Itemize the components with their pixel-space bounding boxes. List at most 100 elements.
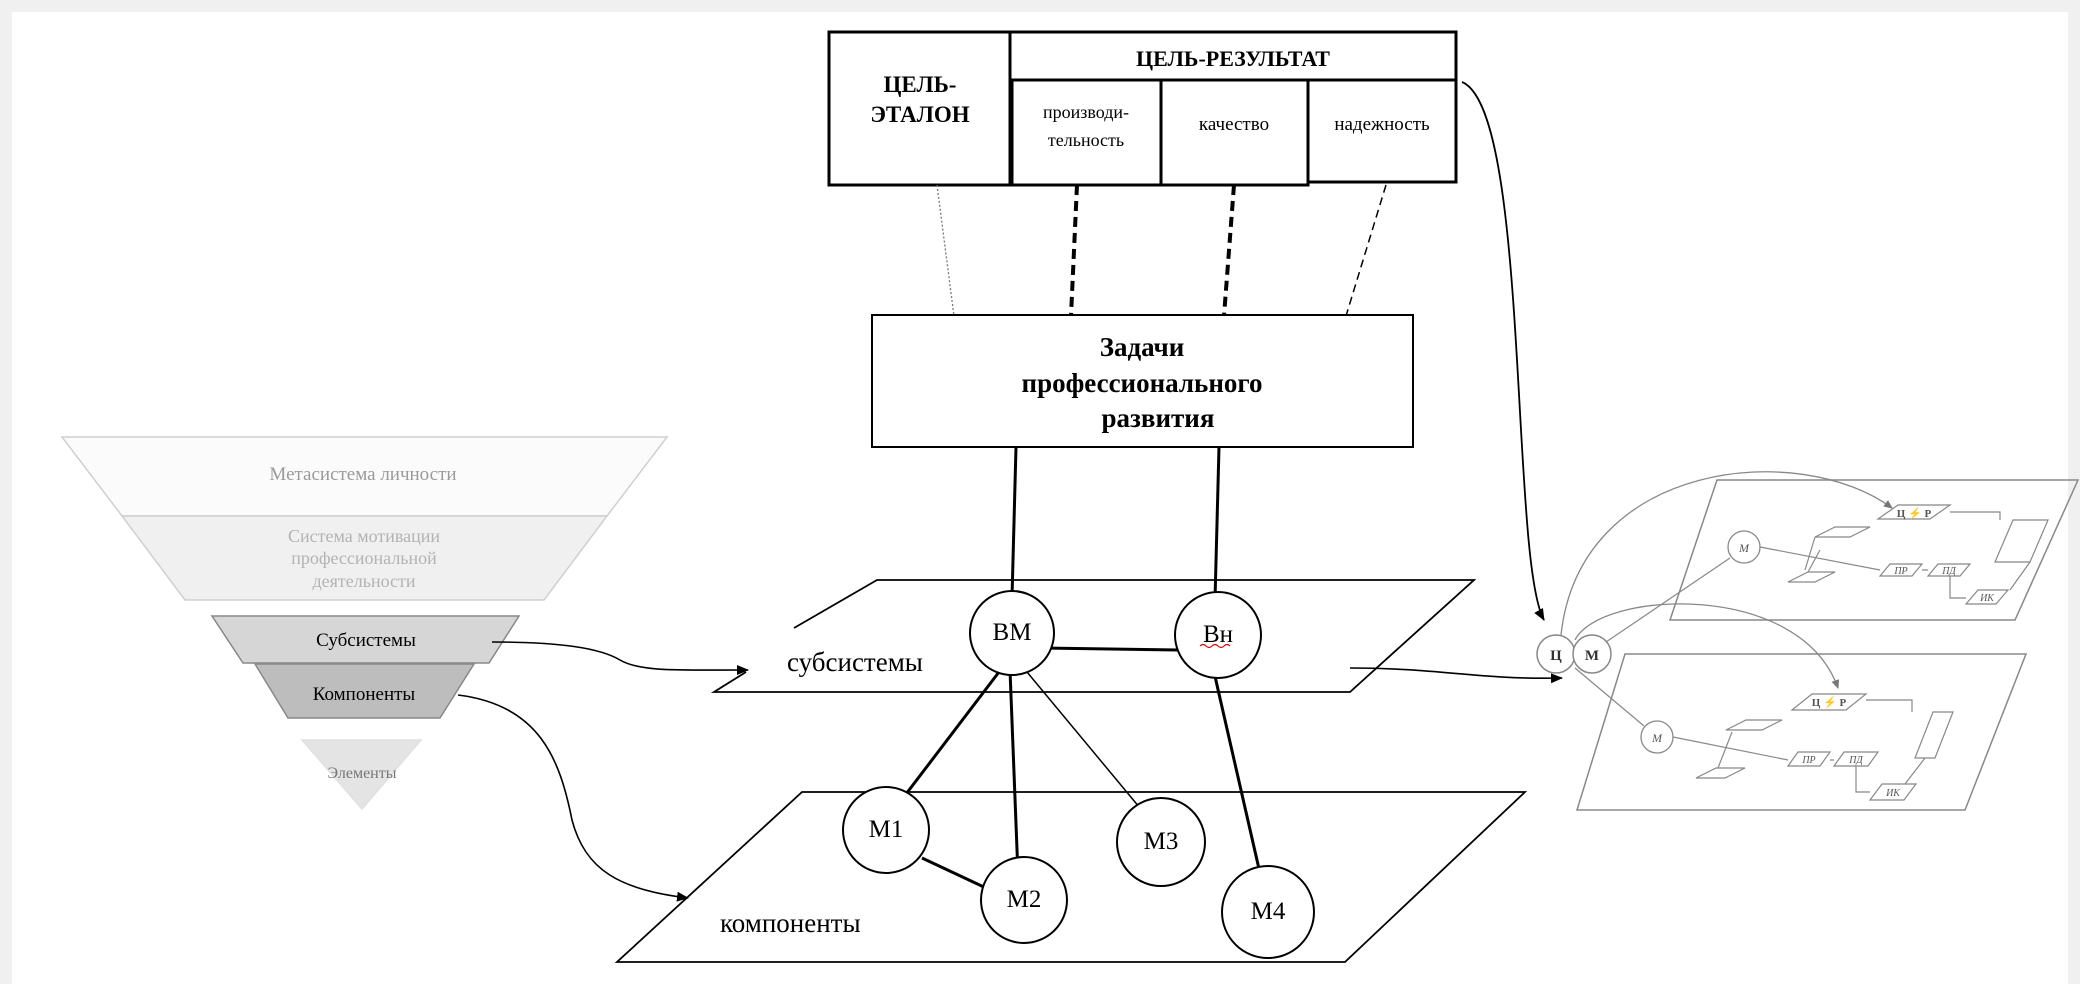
mini-top-pd-label: ПД xyxy=(1941,566,1956,577)
arrow-components-to-plane xyxy=(457,694,689,902)
mini-bottom-arc xyxy=(1574,603,1840,689)
connector-quality-tasks xyxy=(1222,184,1236,317)
edge-vn-m4 xyxy=(1212,671,1264,883)
pyramid-level-motivation xyxy=(120,515,609,601)
goal-productivity-label-1: производи- xyxy=(1043,102,1129,122)
node-m3-label: М3 xyxy=(1144,828,1179,855)
edge-tasks-vm xyxy=(1010,446,1018,599)
tasks-label-1: Задачи xyxy=(1100,332,1185,362)
subsystems-plane-label: субсистемы xyxy=(787,647,923,677)
tasks-rect xyxy=(871,314,1414,448)
tasks-label-3: развития xyxy=(1102,403,1215,433)
mini-entry-ts-label: Ц xyxy=(1550,648,1562,664)
mini-top-m-label: М xyxy=(1738,541,1750,555)
pyramid: Метасистема личности Система мотивации п… xyxy=(60,436,669,811)
goal-quality-label: качество xyxy=(1199,114,1269,135)
mini-top-block-1 xyxy=(1814,526,1871,538)
subsystems-plane: субсистемы xyxy=(710,579,1477,693)
arrow-goals-to-mini xyxy=(1461,81,1545,621)
node-vm-label: ВМ xyxy=(993,619,1032,646)
mini-bottom-pr-label: ПР xyxy=(1801,755,1815,766)
mini-top-ik-label: ИК xyxy=(1979,593,1995,604)
node-m1-circle xyxy=(842,786,930,874)
mini-bottom-links xyxy=(1672,699,1926,793)
mini-diagrams xyxy=(1536,471,2080,811)
mini-bottom-side-box xyxy=(1914,711,1954,759)
mini-bottom-tsr-box xyxy=(1790,693,1868,711)
mini-top-ik-box xyxy=(1964,589,2010,605)
pyramid-label-metasystem: Метасистема личности xyxy=(269,464,456,485)
subsystems-plane-outline xyxy=(710,579,1477,693)
mini-top-entry-link xyxy=(1605,557,1731,643)
pyramid-label-motivation-2: профессиональной xyxy=(291,548,437,568)
goal-reliability-label: надежность xyxy=(1334,114,1430,135)
node-m4-label: М4 xyxy=(1251,898,1286,925)
goal-productivity-label-2: тельность xyxy=(1048,130,1124,150)
mini-top-pd-box xyxy=(1926,563,1972,577)
components-plane-label: компоненты xyxy=(720,908,861,938)
edge-vm-m2 xyxy=(1008,669,1020,876)
mini-bottom-tsr-label: Ц ⚡ Р xyxy=(1812,696,1847,709)
mini-bottom-ik-box xyxy=(1868,783,1918,801)
arrow-plane-to-mini xyxy=(1349,667,1563,684)
node-m1: М1 xyxy=(842,786,930,874)
node-vm-circle xyxy=(969,590,1055,676)
components-plane-outline xyxy=(614,791,1528,963)
mini-bottom-pd-label: ПД xyxy=(1848,755,1863,766)
node-m3: М3 xyxy=(1116,797,1206,887)
edge-vm-m1 xyxy=(901,667,1004,799)
mini-entry-m-circle xyxy=(1572,634,1612,674)
node-vm: ВМ xyxy=(969,590,1055,676)
pyramid-level-components xyxy=(253,663,476,719)
pyramid-label-motivation-3: деятельности xyxy=(312,571,415,591)
goal-reference-label-2: ЭТАЛОН xyxy=(870,102,969,127)
pyramid-label-motivation-1: Система мотивации xyxy=(288,526,440,546)
mini-bottom-m-label: М xyxy=(1651,731,1663,745)
mini-bottom-pr-box xyxy=(1786,751,1832,767)
pyramid-label-subsystems: Субсистемы xyxy=(316,630,416,651)
mini-top-pr-label: ПР xyxy=(1893,566,1907,577)
mini-top-links xyxy=(1759,511,2031,599)
edge-vm-vn xyxy=(1041,646,1179,652)
pyramid-level-elements xyxy=(300,739,423,811)
components-plane: компоненты xyxy=(614,791,1528,963)
goal-reference-label-1: ЦЕЛЬ- xyxy=(884,72,957,97)
mini-panel-top xyxy=(1668,479,2080,621)
mini-bottom-entry-link xyxy=(1574,667,1645,727)
mini-panel-bottom xyxy=(1575,653,2028,811)
mini-top-arc xyxy=(1560,471,1893,636)
edge-vm-m3 xyxy=(1021,665,1141,809)
connector-reliability-tasks xyxy=(1345,184,1387,317)
node-vn-label: Вн xyxy=(1203,621,1233,648)
pyramid-label-components: Компоненты xyxy=(313,684,416,705)
pyramid-level-subsystems xyxy=(210,615,521,664)
mini-top-block-2 xyxy=(1787,571,1836,583)
mini-top-tsr-label: Ц ⚡ Р xyxy=(1897,507,1932,520)
edge-tasks-vn xyxy=(1213,446,1221,601)
mini-bottom-pd-box xyxy=(1832,751,1880,767)
goals-table: ЦЕЛЬ- ЭТАЛОН ЦЕЛЬ-РЕЗУЛЬТАТ производи- т… xyxy=(827,30,1458,187)
tasks-label-2: профессионального xyxy=(1022,368,1263,398)
node-m4-circle xyxy=(1221,865,1315,959)
node-m2-circle xyxy=(980,856,1068,944)
mini-top-tsr-box xyxy=(1876,504,1952,520)
goal-reference-cell xyxy=(827,30,1012,187)
mini-texts: Ц М М Ц ⚡ Р ПР ПД ИК М Ц ⚡ Р ПР ПД ИК xyxy=(1550,507,1995,799)
connector-productivity-tasks xyxy=(1069,184,1079,317)
spellcheck-underline xyxy=(1199,643,1231,649)
tasks-box: Задачи профессионального развития xyxy=(871,314,1414,448)
node-m1-label: М1 xyxy=(869,816,904,843)
mini-entry-m-label: М xyxy=(1585,648,1599,664)
mini-bottom-block-1 xyxy=(1725,719,1783,731)
edge-m1-m2 xyxy=(921,856,987,890)
goal-reliability-cell xyxy=(1306,78,1458,184)
goal-result-header-cell xyxy=(1008,30,1458,82)
arrow-subsystems-to-plane xyxy=(491,641,749,676)
node-m4: М4 xyxy=(1221,865,1315,959)
goal-quality-cell xyxy=(1159,78,1310,187)
goal-result-title: ЦЕЛЬ-РЕЗУЛЬТАТ xyxy=(1136,46,1330,71)
mini-top-pr-box xyxy=(1878,563,1924,577)
node-vn: Вн xyxy=(1174,591,1262,679)
